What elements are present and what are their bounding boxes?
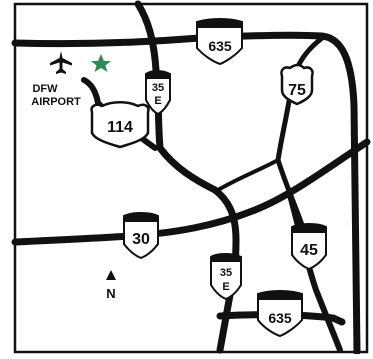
road-i45 <box>287 192 343 353</box>
shield-i635-bottom: 635 <box>257 290 303 338</box>
map-border <box>13 2 369 354</box>
airport-label-line1: DFW <box>32 83 58 95</box>
shield-i30-number: 30 <box>132 231 150 248</box>
shield-i35e-bottom-number: 35 <box>220 267 232 279</box>
shield-us75-number: 75 <box>288 82 306 99</box>
shield-i35e-bottom: 35 E <box>210 253 242 301</box>
shield-i35e-top: 35 E <box>145 70 171 116</box>
airplane-icon <box>50 51 72 74</box>
shield-i635-top-number: 635 <box>208 38 232 54</box>
road-i635-top <box>11 31 361 356</box>
shield-i35e-top-suffix: E <box>154 95 161 107</box>
shield-i35e-bottom-suffix: E <box>222 281 229 293</box>
road-i30 <box>11 138 371 246</box>
shield-sh114: 114 <box>90 101 150 149</box>
road-connector <box>216 158 280 192</box>
star-icon <box>91 54 111 72</box>
north-arrow-icon <box>106 270 116 280</box>
airport-label-line2: AIRPORT <box>31 96 81 108</box>
shield-i45: 45 <box>291 223 327 271</box>
road-i35e <box>134 0 240 354</box>
shield-sh114-number: 114 <box>107 119 133 136</box>
shield-us75: 75 <box>280 63 314 106</box>
shield-i45-number: 45 <box>300 242 318 259</box>
shield-i35e-top-number: 35 <box>152 82 164 94</box>
roads <box>11 0 371 356</box>
shield-i635-top: 635 <box>196 18 243 66</box>
shield-i30: 30 <box>123 212 159 260</box>
north-label: N <box>106 286 115 301</box>
shield-i635-bottom-number: 635 <box>268 310 292 326</box>
